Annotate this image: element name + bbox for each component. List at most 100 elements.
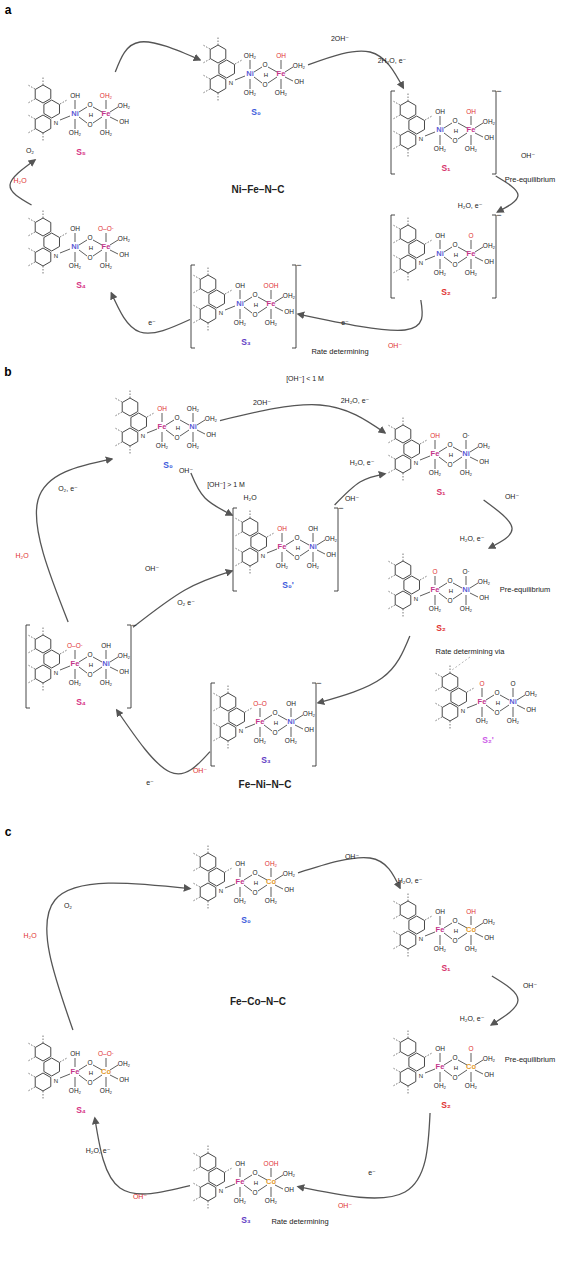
lattice-stub [235, 548, 242, 552]
reaction-arrow [335, 474, 385, 505]
intermediate-structure: S₂'FeOOH₂OHONiOOH₂OHOH₂N [432, 660, 540, 748]
bracket [492, 91, 496, 174]
bond-line [147, 429, 157, 433]
bond-line [244, 307, 252, 313]
bridge-atom: H [254, 880, 258, 886]
bond-line [470, 457, 478, 461]
ligand-label: OH₂ [276, 563, 288, 570]
ligand-label: OH₂ [483, 243, 495, 250]
reagent-label: 2H₂O, e⁻ [341, 397, 370, 404]
bond-line [517, 695, 525, 700]
bond-line [79, 107, 87, 112]
bridge-atom: H [449, 452, 453, 458]
lattice-stub [250, 510, 251, 518]
ligand-label: OH₂ [507, 718, 519, 725]
reagent-label: H₂O [15, 552, 28, 559]
aromatic-ring [210, 45, 226, 63]
bond-line [271, 309, 272, 319]
lattice-stub [393, 131, 400, 135]
lattice-stub [28, 1057, 35, 1061]
lattice-stub [245, 708, 252, 712]
ligand-label: O–O· [98, 226, 114, 233]
metal-atom: Fe [267, 300, 276, 308]
ligand-label: OH [119, 669, 129, 676]
ligand-label: OH₂ [234, 898, 246, 905]
ligand-label: OH [466, 909, 476, 916]
lattice-stub [203, 45, 210, 49]
aromatic-ring [35, 248, 51, 266]
lattice-stub [425, 240, 432, 244]
bond-line [444, 257, 452, 263]
bond-line [458, 933, 467, 939]
lattice-stub [28, 248, 35, 252]
nitrogen-atom: N [54, 1078, 58, 1084]
bond-line [275, 1185, 283, 1189]
bond-line [93, 117, 102, 123]
bond-line [475, 123, 483, 128]
bond-line [291, 727, 292, 737]
bond-line [79, 657, 87, 662]
panel-gap [0, 358, 567, 359]
lattice-stub [193, 853, 200, 857]
lattice-stub [393, 255, 400, 259]
ligand-label: OH₂ [118, 653, 130, 660]
metal-atom: Ni [189, 423, 197, 431]
bond-line [110, 657, 118, 662]
ligand-label: OH₂ [434, 270, 446, 277]
lattice-stub [435, 717, 442, 721]
reaction-arrow [191, 473, 232, 515]
reagent-label: O₂ [64, 902, 72, 909]
ligand-label: OH₂ [465, 946, 477, 953]
ligand-label: OH [235, 283, 245, 290]
lattice-stub [193, 897, 200, 901]
bracket [292, 265, 296, 348]
bond-line [254, 77, 262, 83]
bond-line [471, 259, 472, 269]
bond-line [75, 100, 76, 109]
bond-line [106, 669, 107, 679]
lattice-stub [425, 116, 432, 120]
ligand-label: OH₂ [100, 93, 112, 100]
lattice-stub [225, 868, 232, 872]
bond-line [439, 457, 447, 463]
lattice-stub [193, 1197, 200, 1201]
bond-line [278, 725, 287, 731]
ligand-label: OH₂ [293, 63, 305, 70]
lattice-stub [393, 1038, 400, 1042]
state-label: S₅ [76, 148, 86, 157]
ligand-label: OH [235, 861, 245, 868]
ligand-label: OH₂ [478, 443, 490, 450]
nitrogen-atom: N [414, 460, 418, 466]
intermediate-structure: S₀NiOH₂OH₂OHOFeOHOH₂OHOH₂N [200, 32, 308, 120]
bridge-atom: O [447, 442, 452, 449]
ligand-label: OH [308, 526, 318, 533]
ligand-label: OH₂ [434, 946, 446, 953]
bond-line [240, 1168, 241, 1177]
metal-atom: Fe [277, 70, 286, 78]
lattice-stub [388, 469, 395, 473]
bond-line [313, 533, 314, 542]
ligand-label: OH₂ [265, 898, 277, 905]
reaction-arrow [115, 42, 200, 72]
bond-line [470, 593, 478, 597]
state-label: S₃ [241, 338, 251, 347]
lattice-stub [43, 1091, 44, 1099]
bond-line [471, 1053, 472, 1062]
step-label: Rate determining [271, 1218, 328, 1226]
reagent-label: e⁻ [341, 319, 349, 326]
aromatic-ring [400, 901, 416, 919]
reaction-arrow [220, 405, 385, 433]
metal-atom: Co [266, 1178, 276, 1186]
intermediate-structure: S₄FeOHOH₂OHOCoO–O·OH₂OHOH₂N [25, 1030, 133, 1118]
bond-line [250, 79, 251, 89]
ligand-label: OH [276, 53, 286, 60]
bond-line [79, 240, 87, 245]
lattice-stub [193, 275, 200, 279]
ligand-label: OH₂ [307, 563, 319, 570]
bridge-atom: O [87, 672, 92, 679]
bond-line [110, 107, 118, 112]
bond-line [275, 1175, 283, 1180]
metal-atom: Co [101, 1068, 111, 1076]
reaction-arrow [133, 571, 232, 627]
reagent-label: e⁻ [146, 779, 154, 786]
